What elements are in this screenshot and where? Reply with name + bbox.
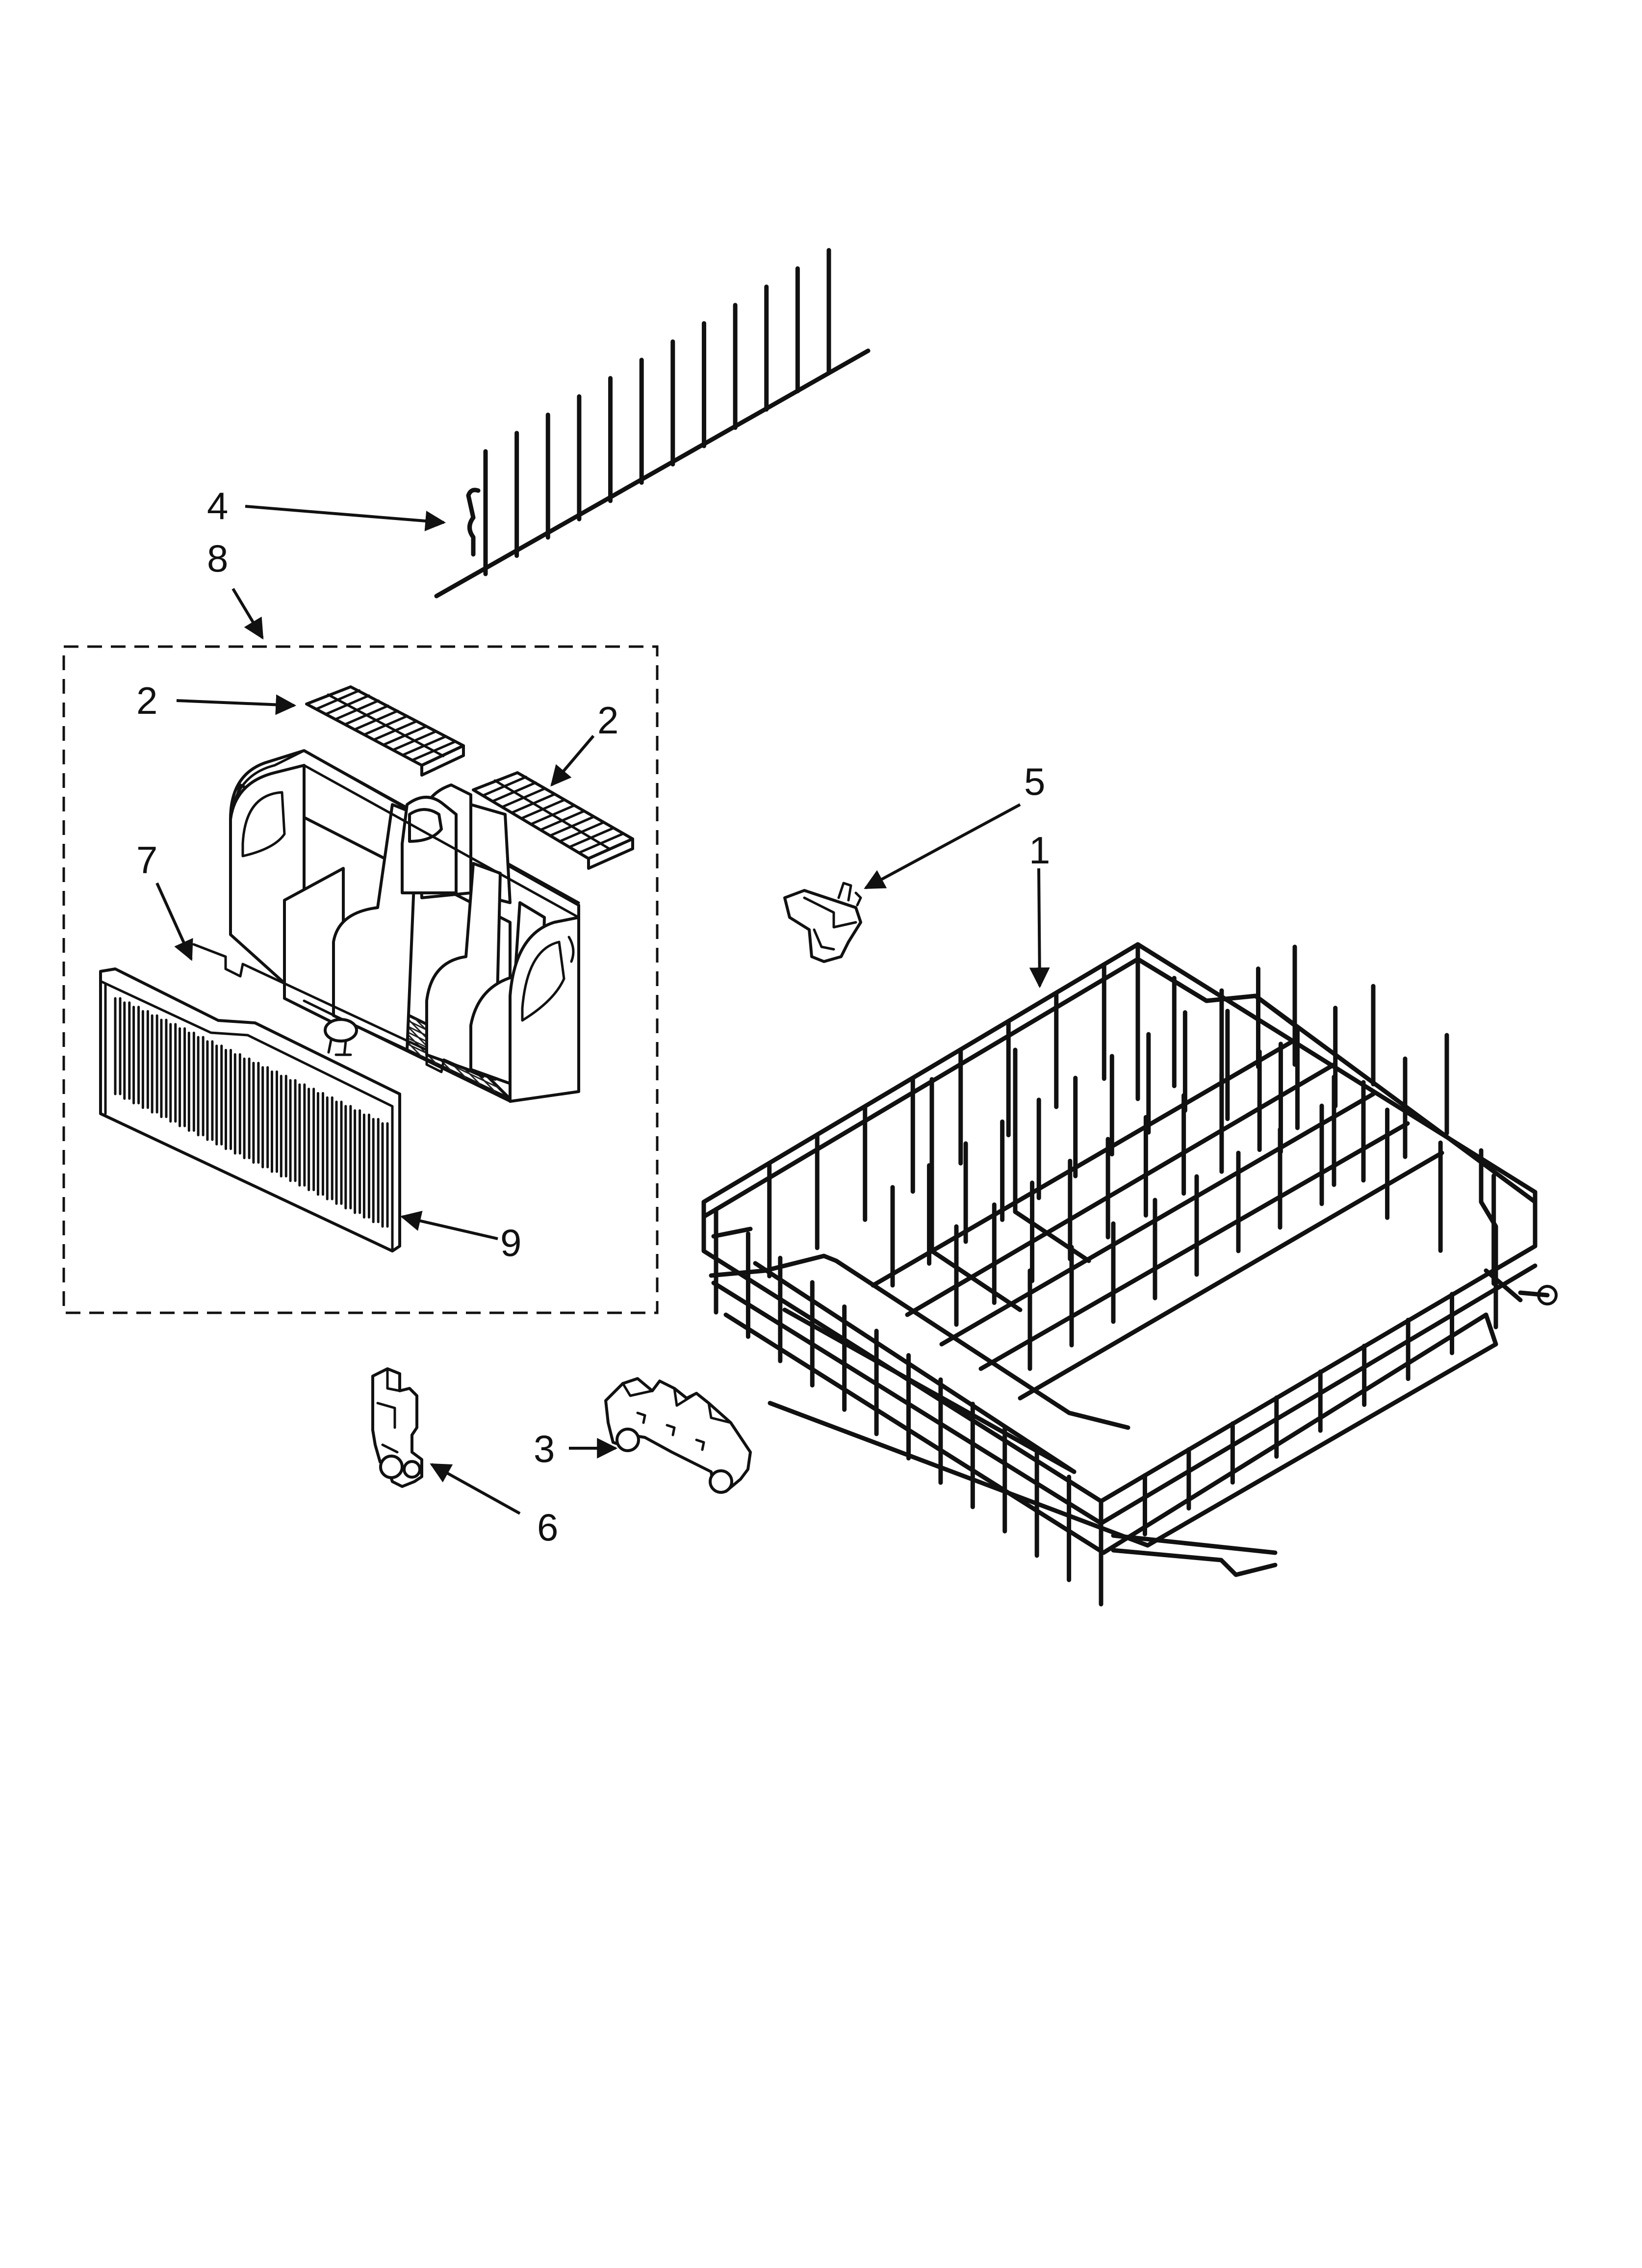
tine-row-tines (483, 248, 831, 576)
callout-1: 1 (1029, 829, 1050, 872)
basket-cover-part (99, 967, 401, 1252)
leader-4 (245, 505, 446, 531)
roller-bracket-part (604, 1377, 752, 1494)
leader-2a (176, 694, 297, 715)
leader-2b (550, 735, 595, 787)
drawing-line (327, 693, 445, 757)
callout-4: 4 (207, 484, 228, 527)
shelf-clip-right-part (472, 771, 634, 870)
callout-3: 3 (534, 1427, 555, 1470)
leader-1 (1029, 868, 1050, 989)
drawing-line (493, 779, 612, 851)
leader-6 (430, 1463, 521, 1515)
leader-lines (155, 505, 1050, 1515)
callout-8: 8 (207, 537, 228, 580)
callout-5: 5 (1024, 760, 1045, 803)
callout-labels: 4 8 2 2 7 9 5 1 3 6 (136, 484, 1050, 1549)
callout-9: 9 (500, 1221, 521, 1264)
callout-2-right: 2 (597, 699, 618, 742)
assembly-boundary-box (62, 645, 659, 1314)
leader-8 (231, 588, 264, 640)
callout-2-left: 2 (136, 679, 157, 722)
silverware-basket-part (229, 749, 580, 1103)
leader-7 (155, 882, 193, 961)
rack-clip-part (783, 882, 862, 963)
callout-7: 7 (136, 838, 157, 882)
leader-9 (400, 1211, 498, 1240)
leader-5 (864, 803, 1021, 889)
callout-6: 6 (537, 1506, 558, 1549)
shelf-clip-left-part (305, 685, 465, 777)
tine-row-part (434, 248, 871, 599)
basket-hinge-part (192, 943, 485, 1078)
rack-stop-part (371, 1367, 423, 1488)
dish-rack-part (701, 942, 1558, 1607)
